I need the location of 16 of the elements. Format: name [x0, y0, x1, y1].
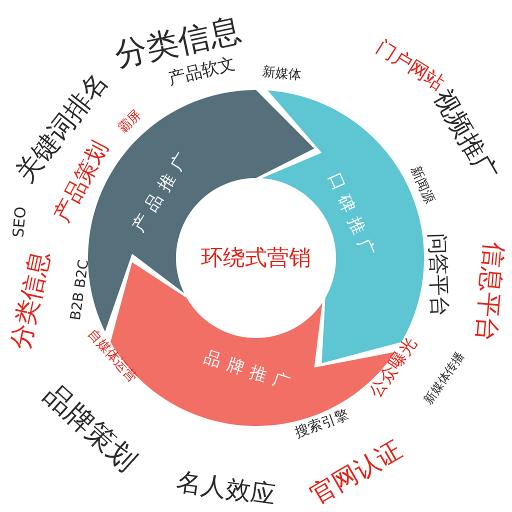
- keyword-text: 名人效应: [174, 468, 278, 508]
- segment-label: 品牌推广: [202, 349, 298, 395]
- keyword-text: 新闻源: [408, 164, 436, 206]
- segment-label: 口碑推广: [324, 170, 380, 266]
- keyword-text: 新媒体: [262, 66, 302, 82]
- keyword-text: 霸屏: [116, 108, 144, 136]
- keyword-text: B2B B2C: [68, 258, 92, 322]
- segment-label: 产品推广: [130, 144, 196, 236]
- keyword-text: 自媒体运营: [85, 328, 139, 384]
- keyword-text: 问答平台: [426, 232, 450, 318]
- keyword-text: 分类信息: [7, 248, 53, 352]
- keyword-text: SEO: [11, 206, 29, 238]
- center-title: 环绕式营销: [201, 245, 311, 273]
- keyword-text: 信息平台: [473, 241, 507, 343]
- keyword-text: 公众曝光: [368, 335, 420, 401]
- keyword-text: 新媒体传播: [422, 350, 466, 406]
